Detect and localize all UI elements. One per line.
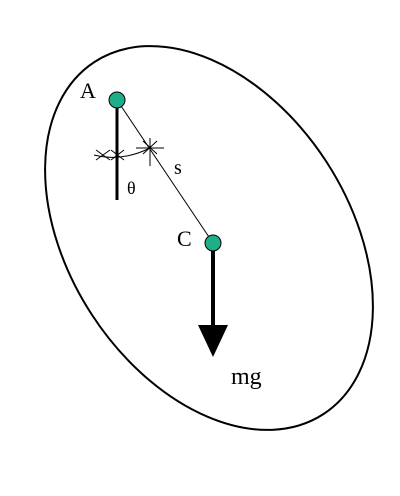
angle-label: θ — [127, 178, 136, 198]
angle-arc-end-marks — [95, 138, 164, 166]
pivot-to-center-line — [116, 99, 214, 244]
pivot-point — [108, 91, 126, 109]
distance-label: s — [174, 157, 182, 179]
center-of-mass-point — [204, 234, 222, 252]
angle-arc — [93, 147, 151, 158]
weight-vector-arrowhead — [198, 325, 228, 357]
pivot-label: A — [80, 78, 96, 103]
force-label: mg — [231, 364, 262, 390]
center-label: C — [177, 226, 192, 251]
